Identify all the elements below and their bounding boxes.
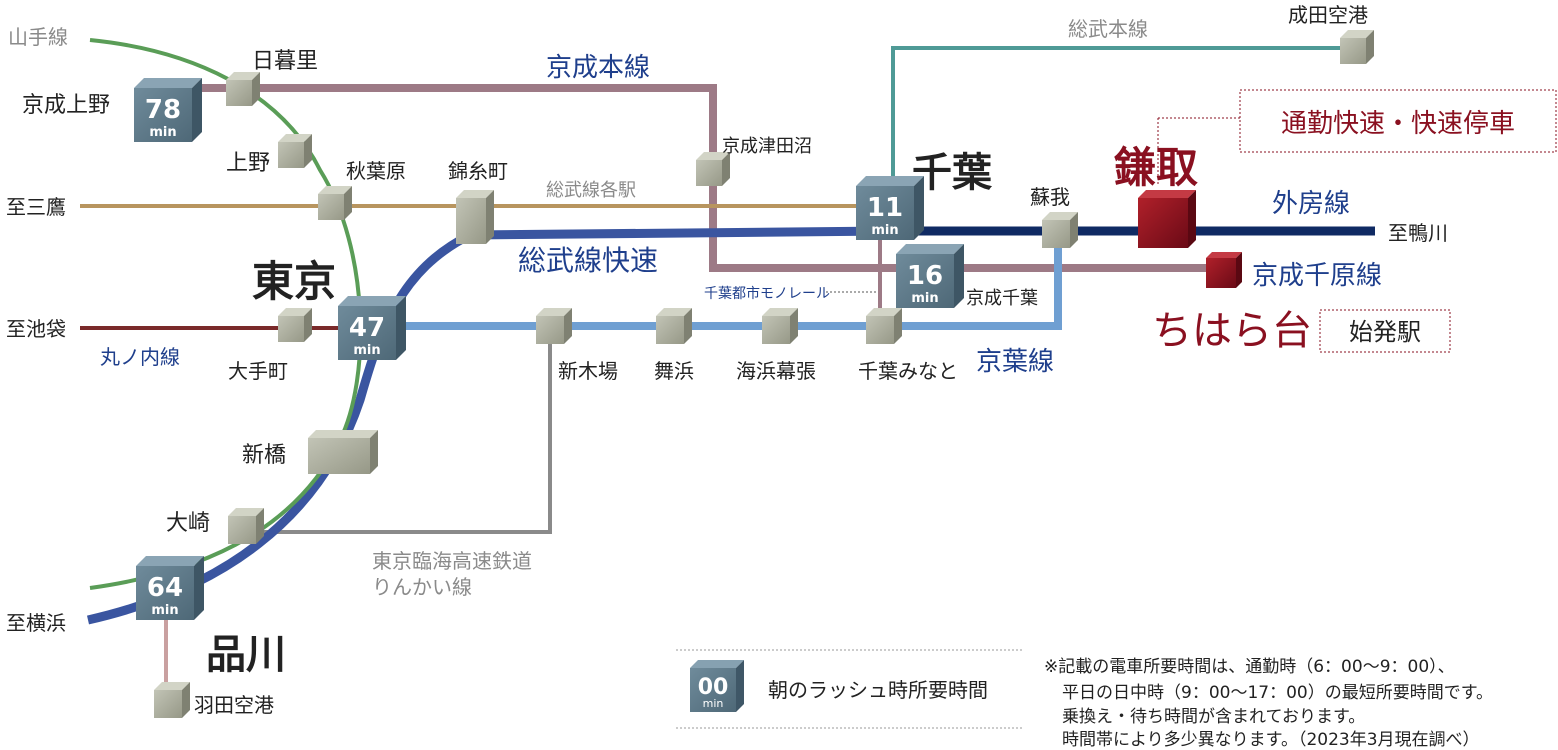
keiyo-line xyxy=(380,232,1062,330)
label-keisei-main: 京成本線 xyxy=(546,53,650,83)
label-shinkiba: 新木場 xyxy=(558,359,618,383)
time-box-keisei-chiba-unit: min xyxy=(911,291,938,306)
label-kinshicho: 錦糸町 xyxy=(448,159,508,183)
label-keisei-ueno: 京成上野 xyxy=(22,93,110,118)
callout-box-kamatori xyxy=(1239,89,1557,153)
label-shinagawa: 品川 xyxy=(206,632,286,678)
callout-kamatori-text: 通勤快速・快速停車 xyxy=(1281,109,1515,139)
note-line-4: 時間帯により多少異なります。（2023年3月現在調べ） xyxy=(1062,730,1480,750)
station-box-akihabara xyxy=(318,186,352,220)
time-box-shinagawa-value: 64 xyxy=(147,573,183,603)
label-nippori: 日暮里 xyxy=(252,49,318,74)
legend-sample-unit: min xyxy=(703,697,724,710)
label-kaihin-makuhari: 海浜幕張 xyxy=(736,359,816,383)
label-sobu-main: 総武本線 xyxy=(1068,17,1148,41)
label-sobu-local: 総武線各駅 xyxy=(546,180,636,201)
label-otemachi: 大手町 xyxy=(228,359,288,383)
label-chiba: 千葉 xyxy=(912,150,993,196)
label-keisei-chihara: 京成千原線 xyxy=(1252,261,1382,291)
time-box-shinagawa-unit: min xyxy=(151,603,178,618)
time-box-keisei-ueno-unit: min xyxy=(149,125,176,140)
label-keisei-tsudanuma: 京成津田沼 xyxy=(722,136,812,157)
label-tokyo: 東京 xyxy=(252,257,336,306)
label-marunouchi: 丸ノ内線 xyxy=(100,345,180,369)
label-yamanote: 山手線 xyxy=(8,25,68,49)
note-line-1: ※記載の電車所要時間は、通勤時（6：00〜9：00）、 xyxy=(1044,657,1455,677)
legend-sample-box: 00 min xyxy=(690,660,744,712)
label-ueno: 上野 xyxy=(226,151,270,176)
station-box-narita-airport xyxy=(1340,30,1374,64)
note-line-2: 平日の日中時（9：00〜17：00）の最短所要時間です。 xyxy=(1062,683,1493,703)
callout-chiharadai-text: 始発駅 xyxy=(1349,318,1421,346)
station-box-kinshicho xyxy=(456,190,494,244)
label-haneda-airport: 羽田空港 xyxy=(194,693,274,717)
label-shimbashi: 新橋 xyxy=(242,443,286,468)
time-box-chiba-unit: min xyxy=(871,223,898,238)
time-box-keisei-chiba-value: 16 xyxy=(907,261,943,291)
station-box-chiharadai xyxy=(1206,252,1242,288)
callout-box-chiharadai xyxy=(1319,309,1451,353)
station-box-nippori xyxy=(226,72,260,106)
time-box-tokyo-unit: min xyxy=(353,343,380,358)
label-dir-yokohama: 至横浜 xyxy=(6,611,66,635)
station-box-chiba-minato xyxy=(866,308,902,344)
legend-label: 朝のラッシュ時所要時間 xyxy=(768,678,988,702)
label-maihama: 舞浜 xyxy=(654,359,694,383)
label-chiba-monorail: 千葉都市モノレール xyxy=(704,285,830,302)
time-box-chiba-value: 11 xyxy=(867,193,903,223)
legend-sample-time: 00 xyxy=(698,675,729,700)
station-box-kamatori xyxy=(1138,190,1196,248)
label-dir-ikebukuro: 至池袋 xyxy=(6,317,66,341)
note-line-3: 乗換え・待ち時間が含まれております。 xyxy=(1062,707,1365,727)
label-akihabara: 秋葉原 xyxy=(346,159,406,183)
time-box-tokyo-value: 47 xyxy=(349,313,385,343)
station-box-soga xyxy=(1042,212,1078,248)
label-soga: 蘇我 xyxy=(1030,185,1070,209)
label-sobu-rapid: 総武線快速 xyxy=(518,244,658,277)
yamanote-line xyxy=(89,38,363,590)
label-rinkai-1: 東京臨海高速鉄道 xyxy=(372,549,532,573)
sobu-main-line xyxy=(891,46,1345,195)
label-chiba-minato: 千葉みなと xyxy=(858,359,958,383)
label-dir-kamogawa: 至鴨川 xyxy=(1388,221,1448,245)
station-box-kaihin-makuhari xyxy=(762,308,798,344)
station-box-shimbashi xyxy=(308,430,378,474)
station-box-maihama xyxy=(656,308,692,344)
label-dir-mitaka: 至三鷹 xyxy=(6,195,66,219)
station-box-haneda xyxy=(154,682,190,718)
label-rinkai-2: りんかい線 xyxy=(372,575,472,599)
label-chiharadai: ちはら台 xyxy=(1152,308,1312,354)
label-kamatori: 鎌取 xyxy=(1114,143,1198,192)
station-box-keisei-tsudanuma xyxy=(696,152,730,186)
label-osaki: 大崎 xyxy=(166,511,210,536)
label-sotobo: 外房線 xyxy=(1272,189,1350,219)
label-narita-airport: 成田空港 xyxy=(1288,3,1368,27)
station-box-otemachi xyxy=(278,308,312,342)
rinkai-line xyxy=(240,330,552,534)
label-keiyo: 京葉線 xyxy=(976,347,1054,377)
station-box-ueno xyxy=(278,134,312,168)
label-keisei-chiba: 京成千葉 xyxy=(966,288,1038,309)
station-box-osaki xyxy=(228,508,264,544)
station-box-shinkiba xyxy=(536,308,572,344)
time-box-keisei-ueno-value: 78 xyxy=(145,95,181,125)
